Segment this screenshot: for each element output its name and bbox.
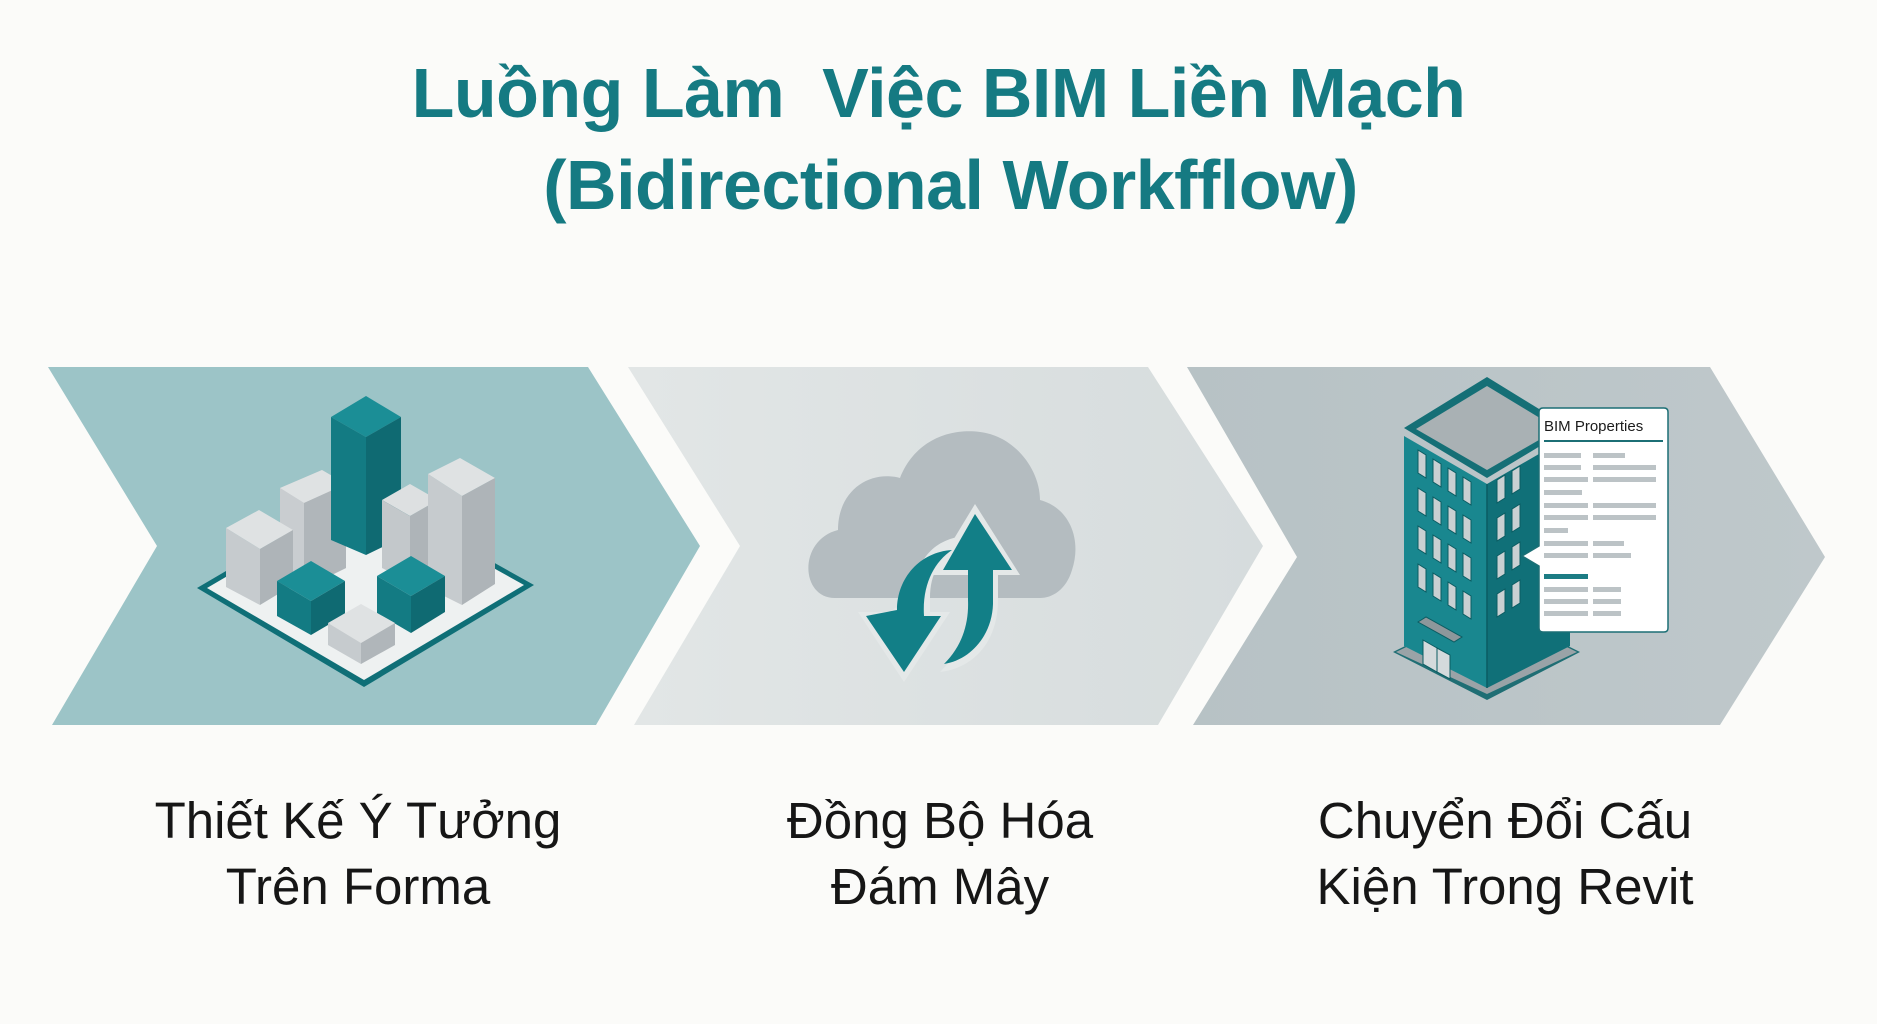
step-3-caption: Chuyển Đổi Cấu Kiện Trong Revit xyxy=(1316,788,1693,920)
step-1-caption: Thiết Kế Ý Tưởng Trên Forma xyxy=(155,788,562,920)
bim-properties-card: BIM Properties xyxy=(1520,407,1669,633)
diagram-title-line1: Luồng Làm Việc BIM Liền Mạch xyxy=(411,54,1466,132)
city-blocks-3d-icon xyxy=(197,396,534,687)
diagram-title-line2: (Bidirectional Workfflow) xyxy=(543,146,1358,224)
step-2-caption: Đồng Bộ Hóa Đám Mây xyxy=(787,788,1093,920)
step-2-caption-line2: Đám Mây xyxy=(830,858,1050,915)
step-2-caption-line1: Đồng Bộ Hóa xyxy=(786,792,1094,849)
step-1-caption-line2: Trên Forma xyxy=(225,858,491,915)
step-3-caption-line1: Chuyển Đổi Cấu xyxy=(1317,792,1693,849)
step-3-caption-line2: Kiện Trong Revit xyxy=(1316,858,1694,915)
building-bim-properties-icon: BIM Properties xyxy=(1393,377,1669,700)
cloud-sync-icon xyxy=(808,431,1076,682)
step-1-caption-line1: Thiết Kế Ý Tưởng xyxy=(154,792,562,849)
card-title: BIM Properties xyxy=(1544,418,1643,435)
